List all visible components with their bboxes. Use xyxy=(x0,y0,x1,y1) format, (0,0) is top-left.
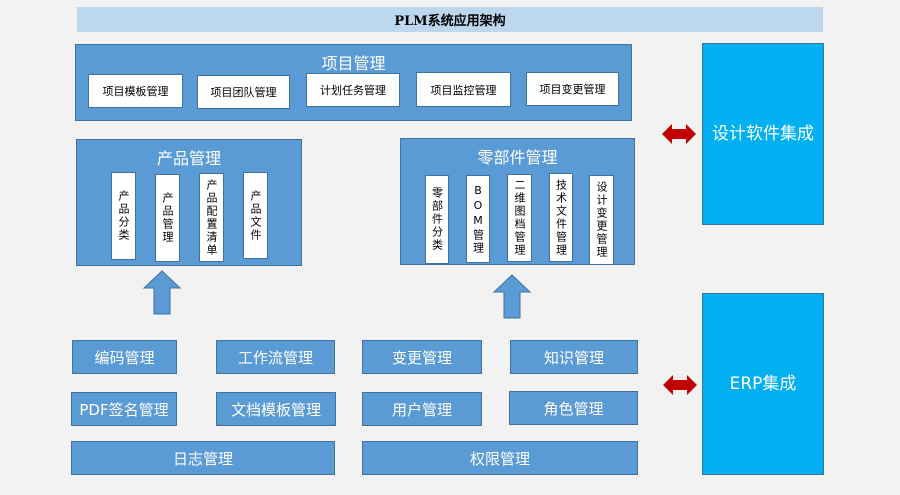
product-item: 产品分类 xyxy=(111,172,136,260)
product-management-panel: 产品管理 产品分类 产品管理 产品配置清单 产品文件 xyxy=(76,139,302,266)
module-encoding: 编码管理 xyxy=(72,340,177,374)
module-change: 变更管理 xyxy=(362,340,482,374)
double-arrow-icon xyxy=(662,124,696,144)
part-item: 二维图档管理 xyxy=(507,174,532,262)
product-item: 产品管理 xyxy=(155,174,180,262)
up-arrow-icon xyxy=(492,274,532,319)
part-item: 零部件分类 xyxy=(425,175,449,264)
up-arrow-icon xyxy=(142,270,182,315)
project-management-panel: 项目管理 项目模板管理 项目团队管理 计划任务管理 项目监控管理 项目变更管理 xyxy=(75,44,632,121)
part-management-panel: 零部件管理 零部件分类 BOM管理 二维图档管理 技术文件管理 设计变更管理 xyxy=(400,138,635,265)
product-item: 产品配置清单 xyxy=(199,173,224,262)
module-knowledge: 知识管理 xyxy=(510,340,638,374)
double-arrow-icon xyxy=(663,375,697,395)
module-doc-template: 文档模板管理 xyxy=(216,392,336,426)
product-item: 产品文件 xyxy=(243,172,268,259)
project-item: 项目团队管理 xyxy=(197,75,290,109)
part-management-title: 零部件管理 xyxy=(477,148,558,167)
design-software-integration: 设计软件集成 xyxy=(702,43,824,225)
module-user: 用户管理 xyxy=(362,392,482,426)
module-pdf-signature: PDF签名管理 xyxy=(71,392,177,426)
part-item: BOM管理 xyxy=(466,175,490,263)
diagram-title: PLM系统应用架构 xyxy=(77,7,823,32)
module-role: 角色管理 xyxy=(509,391,638,425)
module-workflow: 工作流管理 xyxy=(216,340,335,374)
project-management-title: 项目管理 xyxy=(321,54,386,73)
project-item: 项目变更管理 xyxy=(526,72,619,106)
project-item: 项目模板管理 xyxy=(88,74,183,108)
erp-integration: ERP集成 xyxy=(702,293,824,475)
module-log: 日志管理 xyxy=(71,441,335,475)
module-permission: 权限管理 xyxy=(362,441,638,475)
project-item: 项目监控管理 xyxy=(416,72,511,107)
part-item: 设计变更管理 xyxy=(589,175,614,265)
project-item: 计划任务管理 xyxy=(306,73,400,107)
part-item: 技术文件管理 xyxy=(549,173,573,262)
product-management-title: 产品管理 xyxy=(156,149,221,168)
